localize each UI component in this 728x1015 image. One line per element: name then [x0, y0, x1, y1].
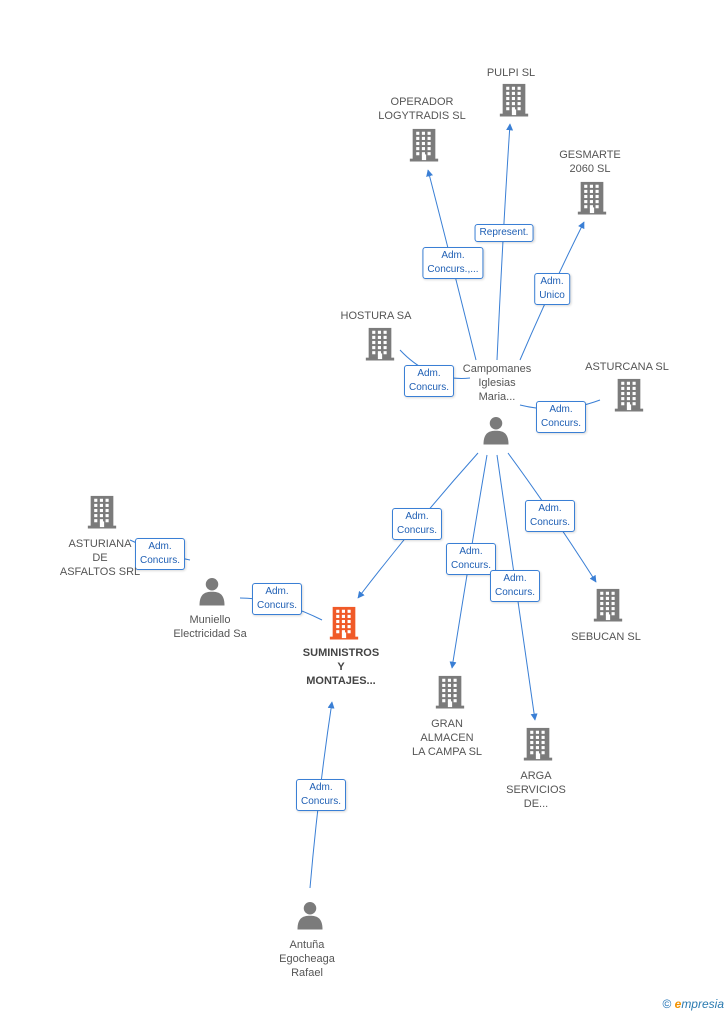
edge-label-campomanes-hostura[interactable]: Adm. Concurs. [403, 365, 455, 397]
edge-label-campomanes-gesmarte[interactable]: Adm. Unico [534, 273, 570, 305]
node-label-arga[interactable]: ARGA SERVICIOS DE... [506, 770, 566, 810]
edge-label-campomanes-gran[interactable]: Adm. Concurs. [445, 543, 497, 575]
node-label-sebucan[interactable]: SEBUCAN SL [571, 631, 641, 643]
node-label-asturiana[interactable]: ASTURIANA DE ASFALTOS SRL [59, 538, 141, 578]
edge-label-campomanes-suministros[interactable]: Adm. Concurs. [391, 508, 443, 540]
building-icon[interactable] [497, 83, 531, 122]
building-icon[interactable] [433, 675, 467, 714]
node-label-hostura[interactable]: HOSTURA SA [340, 310, 412, 322]
node-label-antuna[interactable]: Antuña Egocheaga Rafael [279, 939, 335, 979]
person-icon[interactable] [481, 415, 511, 450]
edge-label-asturiana-suministros[interactable]: Adm. Concurs. [134, 538, 186, 570]
edge-label-campomanes-operador[interactable]: Adm. Concurs.,... [422, 247, 484, 279]
edge-label-campomanes-sebucan[interactable]: Adm. Concurs. [524, 500, 576, 532]
edge-label-muniello-suministros[interactable]: Adm. Concurs. [251, 583, 303, 615]
node-label-gesmarte[interactable]: GESMARTE 2060 SL [559, 149, 621, 175]
building-icon[interactable] [85, 495, 119, 534]
node-label-operador[interactable]: OPERADOR LOGYTRADIS SL [378, 96, 466, 122]
person-icon[interactable] [197, 576, 227, 611]
copyright-icon: © [662, 997, 672, 1011]
edge-campomanes-pulpi [496, 123, 514, 361]
node-label-campomanes[interactable]: Campomanes Iglesias Maria... [462, 363, 532, 403]
edge-label-antuna-suministros[interactable]: Adm. Concurs. [295, 779, 347, 811]
building-icon[interactable] [521, 727, 555, 766]
edge-label-campomanes-pulpi[interactable]: Represent. [474, 224, 534, 242]
node-label-suministros[interactable]: SUMINISTROS Y MONTAJES... [302, 647, 380, 687]
footer-brand: © empresia [662, 997, 724, 1011]
node-label-asturcana[interactable]: ASTURCANA SL [585, 361, 669, 373]
person-icon[interactable] [295, 900, 325, 935]
node-label-muniello[interactable]: Muniello Electricidad Sa [173, 614, 247, 640]
building-icon[interactable] [363, 327, 397, 366]
building-icon[interactable] [591, 588, 625, 627]
node-label-gran[interactable]: GRAN ALMACEN LA CAMPA SL [411, 718, 483, 758]
empresia-logo[interactable]: empresia [674, 997, 724, 1011]
edge-label-campomanes-arga[interactable]: Adm. Concurs. [489, 570, 541, 602]
building-icon[interactable] [575, 181, 609, 220]
building-icon[interactable] [612, 378, 646, 417]
building-icon[interactable] [407, 128, 441, 167]
node-label-pulpi[interactable]: PULPI SL [486, 67, 536, 79]
edge-label-campomanes-asturcana[interactable]: Adm. Concurs. [535, 401, 587, 433]
focus-building-icon[interactable] [327, 606, 361, 645]
